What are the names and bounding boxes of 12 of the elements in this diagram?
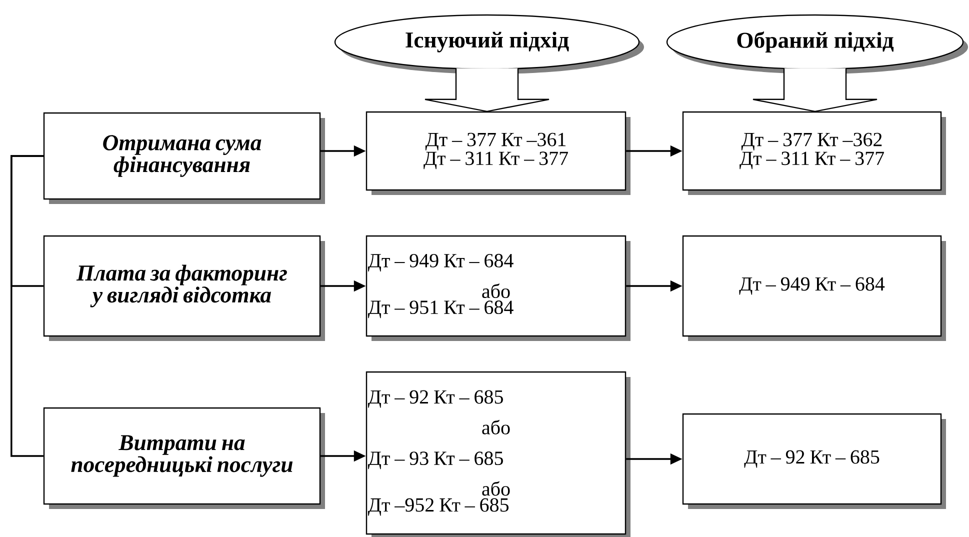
block-arrow: [424, 68, 550, 112]
category-box: Плата за факторинг у вигляді відсотка: [43, 235, 325, 341]
connector-line: [10, 155, 44, 457]
entry-box: Дт – 92 Кт – 685: [682, 413, 946, 509]
entry-box: Дт – 949 Кт – 684 або Дт – 951 Кт – 684: [366, 235, 630, 341]
entry-box: Дт – 949 Кт – 684: [682, 235, 946, 341]
category-box: Витрати на посередницькі послуги: [43, 407, 325, 509]
category-box: Отримана сума фінансування: [43, 112, 325, 204]
entry-box: Дт – 92 Кт – 685 або Дт – 93 Кт – 685 або Дт –952 Кт – 685: [366, 371, 630, 537]
entry-box: Дт – 377 Кт –362 Дт – 311 Кт – 377: [682, 111, 946, 195]
entry-box: Дт – 377 Кт –361 Дт – 311 Кт – 377: [366, 111, 630, 195]
block-arrow: [752, 68, 878, 112]
